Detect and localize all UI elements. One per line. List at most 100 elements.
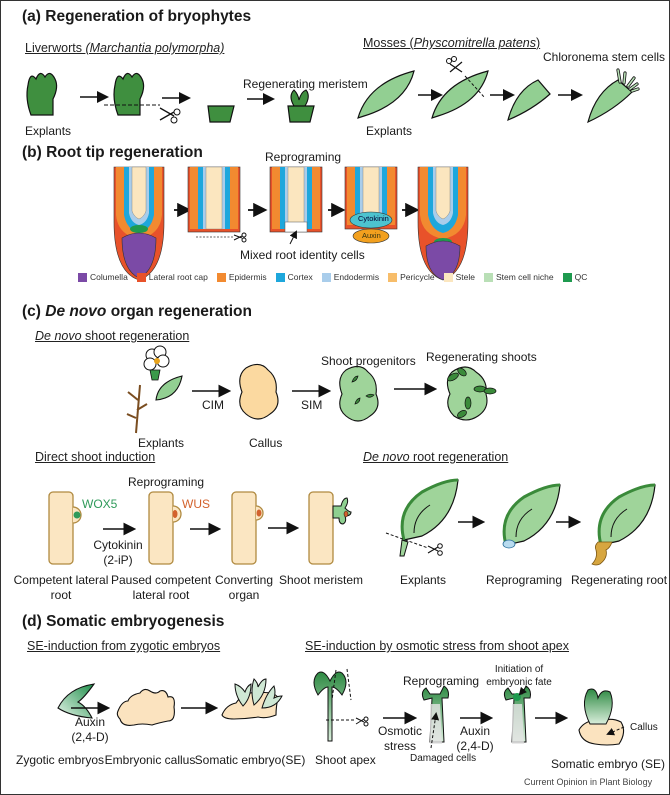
label-auxin-24d-zygotic: (2,4-D) (71, 730, 109, 744)
label-explants-liverwort: Explants (25, 124, 72, 138)
label-mixed-root-identity-cells: Mixed root identity cells (240, 248, 365, 262)
panel-d-title: (d) Somatic embryogenesis (22, 613, 225, 630)
mosses-prefix: Mosses ( (363, 36, 414, 50)
label-cytokinin: Cytokinin (93, 538, 143, 552)
stage-label-line1: Converting (214, 573, 274, 587)
label-regenerating-shoots: Regenerating shoots (426, 350, 537, 364)
damaged-stem (421, 685, 449, 749)
shoot-regen-heading: De novo shoot regeneration (35, 329, 189, 343)
legend-label: QC (574, 272, 588, 282)
embryonic-fate-stem (503, 685, 531, 744)
moss-cut (431, 70, 489, 119)
mosses-suffix: ) (535, 36, 541, 50)
legend-swatch (136, 272, 146, 282)
liverwort-explant (26, 72, 58, 116)
legend-item: Columella (78, 272, 128, 282)
legend-label: Epidermis (228, 272, 267, 282)
cytokinin-zone (349, 211, 393, 229)
label-shoot-progenitors: Shoot progenitors (321, 354, 416, 368)
scissors-icon (159, 107, 181, 124)
legend-item: Stele (443, 272, 475, 282)
stage-label-line1: Paused competent (110, 573, 212, 587)
moss-fragment (507, 79, 551, 122)
paused-competent-lateral-root (148, 491, 182, 565)
panel-a-title: (a) Regeneration of bryophytes (22, 8, 252, 25)
stage-label-line2: lateral root (132, 588, 190, 602)
shoot-regen-italic: De novo (35, 329, 82, 343)
root-regen-regenerating-root (591, 483, 656, 566)
legend-label: Pericycle (400, 272, 435, 282)
stage-label-line2: root (50, 588, 72, 602)
mosses-heading: Mosses (Physcomitrella patens) (363, 36, 540, 50)
legend-swatch (443, 272, 453, 282)
callus (239, 363, 279, 420)
legend-label: Stele (455, 272, 475, 282)
shoot-regen-rest: shoot regeneration (81, 329, 190, 343)
legend-item: Cortex (275, 272, 313, 282)
label-auxin-osmotic: Auxin (459, 724, 491, 738)
label-reprograming-direct: Reprograming (128, 475, 205, 489)
mosses-species: Physcomitrella patens (413, 36, 536, 50)
label-embryonic-fate: embryonic fate (486, 677, 552, 688)
scissors-icon (355, 716, 369, 727)
scissors-icon (427, 543, 443, 556)
zygotic-stage-label: Zygotic embryos (15, 753, 105, 767)
root-regen-italic: De novo (363, 450, 410, 464)
regenerating-shoots (446, 366, 497, 421)
scissors-icon (446, 56, 463, 73)
root-tip-reprograming (269, 166, 323, 245)
label-osmotic: Osmotic (377, 724, 423, 738)
label-cim: CIM (202, 398, 224, 412)
embryonic-callus (116, 688, 175, 726)
legend-swatch (275, 272, 285, 282)
legend-swatch (78, 272, 87, 282)
moss-explant (357, 70, 415, 119)
stage-label-line1: Competent lateral (13, 573, 109, 587)
root-regen-reprograming (502, 483, 561, 549)
stage-label-line1: Shoot meristem (278, 573, 364, 587)
legend-label: Endodermis (333, 272, 380, 282)
panel-c-italic: De novo (45, 303, 107, 320)
legend-item: QC (562, 272, 588, 282)
converting-organ (231, 491, 264, 565)
shoot-meristem (308, 491, 352, 565)
label-cytokinin-2ip: (2-iP) (103, 553, 133, 567)
legend-item: Lateral root cap (136, 272, 208, 282)
somatic-embryo-osmotic (578, 688, 625, 746)
legend-swatch (562, 272, 572, 282)
auxin-zone (352, 228, 390, 244)
legend-swatch (216, 272, 226, 282)
root-regen-rest: root regeneration (409, 450, 509, 464)
journal-credit: Current Opinion in Plant Biology (524, 777, 653, 787)
explants-flower-leaf-root (126, 345, 183, 434)
legend-item: Epidermis (216, 272, 267, 282)
stage-label-line2: organ (228, 588, 260, 602)
osmotic-heading: SE-induction by osmotic stress from shoo… (305, 639, 570, 653)
panel-c-prefix: (c) (22, 303, 46, 320)
label-callus: Callus (249, 436, 283, 450)
label-shoot-apex: Shoot apex (315, 753, 376, 767)
label-auxin-zygotic: Auxin (74, 715, 106, 729)
shoot-progenitors (339, 365, 379, 422)
shoot-apex (313, 668, 356, 742)
competent-lateral-root (48, 491, 82, 565)
legend-item: Pericycle (388, 272, 435, 282)
legend-swatch (388, 272, 398, 282)
legend-item: Endodermis (321, 272, 380, 282)
label-wox5: WOX5 (82, 497, 118, 511)
label-callus-osmotic: Callus (630, 722, 658, 733)
label-auxin-zone: Auxin (362, 231, 381, 240)
root-regen-heading: De novo root regeneration (363, 450, 508, 464)
label-initiation-of: Initiation of (494, 664, 544, 675)
legend-swatch (483, 272, 493, 282)
label-explants-shoot: Explants (138, 436, 185, 450)
label-stress: stress (383, 739, 417, 753)
legend-label: Lateral root cap (148, 272, 208, 282)
label-reprograming-osmotic: Reprograming (403, 674, 480, 688)
legend-label: Cortex (287, 272, 313, 282)
label-explants-moss: Explants (366, 124, 413, 138)
label-wus: WUS (182, 497, 210, 511)
liverwort-regenerating (287, 89, 315, 123)
liverworts-heading: Liverworts (Marchantia polymorpha) (25, 41, 224, 55)
